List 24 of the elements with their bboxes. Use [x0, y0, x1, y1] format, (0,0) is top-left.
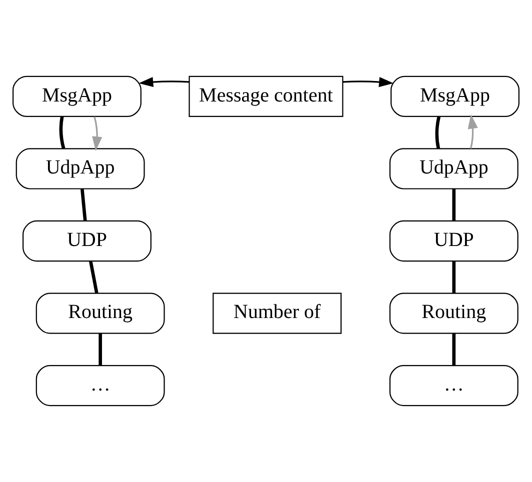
connector: [80, 188, 87, 221]
node-box: Routing: [389, 292, 518, 334]
node-box: UdpApp: [16, 148, 145, 190]
connector: [435, 116, 441, 149]
node-box: …: [389, 364, 518, 406]
arrow: [92, 116, 102, 152]
node-box: UdpApp: [389, 148, 518, 190]
connector: [89, 260, 98, 294]
arrow: [468, 114, 478, 149]
connector: [452, 334, 456, 366]
node-box: UDP: [389, 220, 518, 262]
connector: [452, 261, 456, 294]
node-box: Message content: [188, 76, 344, 118]
arrow: [342, 76, 394, 88]
connector: [59, 116, 66, 149]
node-box: Routing: [36, 292, 165, 334]
connector: [98, 334, 102, 366]
node-box: MsgApp: [12, 76, 142, 118]
node-box: …: [36, 364, 165, 406]
node-box: MsgApp: [390, 76, 520, 118]
node-box: UDP: [22, 220, 152, 262]
connector: [452, 189, 456, 221]
arrow: [138, 76, 190, 88]
node-box: Number of: [212, 292, 342, 334]
